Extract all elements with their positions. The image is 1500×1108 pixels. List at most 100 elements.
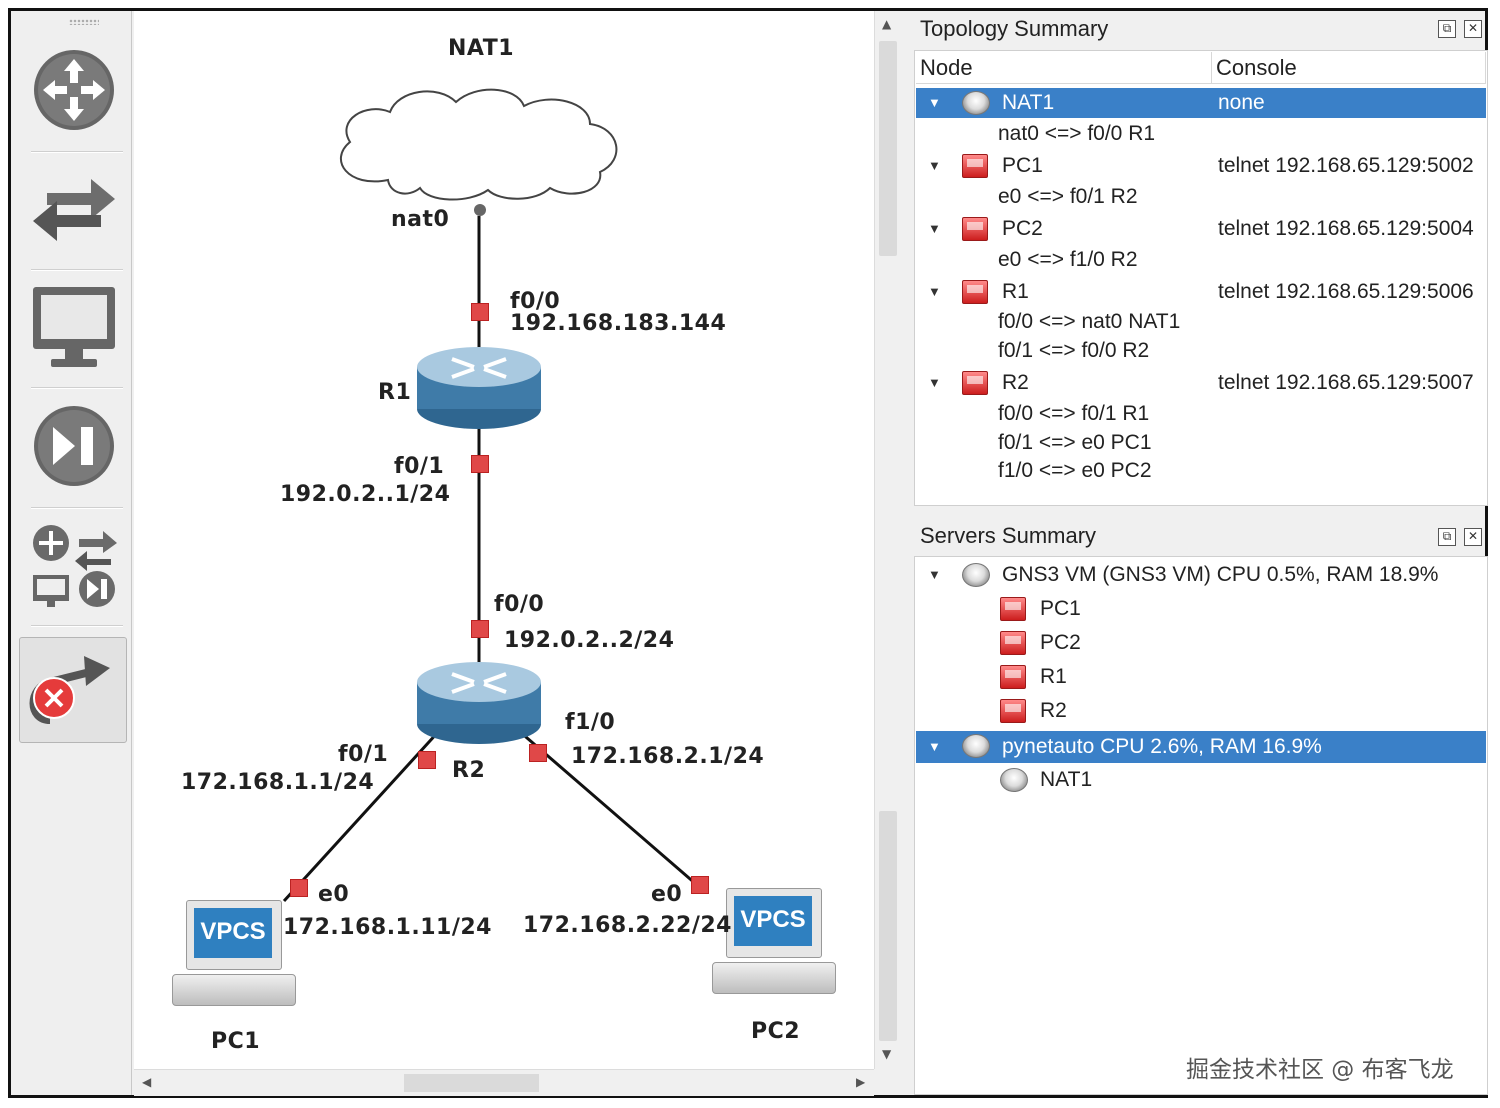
node-name: R2 [1002, 371, 1029, 394]
undock-icon[interactable]: ⧉ [1438, 20, 1456, 38]
node-name: NAT1 [1002, 91, 1055, 114]
undock-icon[interactable]: ⧉ [1438, 528, 1456, 546]
r2-f00-port[interactable] [471, 620, 489, 638]
expand-caret-icon[interactable]: ▼ [928, 95, 941, 110]
r2-router-icon[interactable] [414, 660, 544, 746]
tree-row-nat1[interactable]: ▼ NAT1 none [916, 88, 1486, 118]
scroll-down-icon[interactable]: ▼ [882, 1047, 892, 1061]
link-text: f0/0 <=> nat0 NAT1 [998, 310, 1181, 333]
node-console: telnet 192.168.65.129:5006 [1218, 280, 1474, 303]
r2-f10-label: f1/0 [565, 710, 616, 735]
topology-summary-panel [914, 50, 1488, 506]
dock-splitter[interactable] [900, 11, 914, 1095]
server-row-pynetauto[interactable]: ▼ pynetauto CPU 2.6%, RAM 16.9% [916, 731, 1486, 763]
server-node-row[interactable]: NAT1 [916, 765, 1486, 795]
expand-caret-icon[interactable]: ▼ [928, 221, 941, 236]
pc2-e0-port[interactable] [691, 876, 709, 894]
topology-summary-title: Topology Summary [920, 16, 1109, 41]
expand-caret-icon[interactable]: ▼ [928, 375, 941, 390]
r2-f10-port[interactable] [529, 744, 547, 762]
nat0-port-dot [474, 204, 486, 216]
vertical-scroll-track[interactable] [879, 811, 897, 1041]
expand-caret-icon[interactable]: ▼ [928, 284, 941, 299]
link-text: e0 <=> f1/0 R2 [998, 248, 1138, 271]
browse-all-devices-button[interactable] [29, 519, 119, 619]
tree-row-link[interactable]: f0/1 <=> f0/0 R2 [916, 336, 1486, 366]
scroll-up-icon[interactable]: ▲ [882, 17, 892, 31]
tree-row-link[interactable]: e0 <=> f0/1 R2 [916, 182, 1486, 212]
r1-label: R1 [378, 380, 412, 405]
router-icon [1000, 699, 1026, 723]
browse-end-devices-button[interactable] [29, 281, 119, 381]
expand-caret-icon[interactable]: ▼ [928, 739, 941, 754]
pc2-ip-label: 172.168.2.22/24 [523, 913, 732, 938]
browse-switches-button[interactable] [29, 163, 119, 263]
link-text: f0/0 <=> f0/1 R1 [998, 402, 1150, 425]
add-link-button[interactable] [19, 637, 127, 743]
server-node-row[interactable]: PC1 [916, 594, 1486, 624]
r1-f01-port[interactable] [471, 455, 489, 473]
server-icon [962, 563, 990, 587]
tree-row-r1[interactable]: ▼ R1 telnet 192.168.65.129:5006 [916, 277, 1486, 307]
r1-f00-port[interactable] [471, 303, 489, 321]
tree-row-link[interactable]: e0 <=> f1/0 R2 [916, 245, 1486, 275]
pc1-e0-port[interactable] [290, 879, 308, 897]
close-icon[interactable]: ✕ [1464, 528, 1482, 546]
server-node-name: PC2 [1040, 631, 1081, 654]
router-icon [1000, 665, 1026, 689]
pc1-vpcs-text: VPCS [200, 918, 266, 945]
server-node-name: PC1 [1040, 597, 1081, 620]
pc1-label: PC1 [211, 1029, 261, 1054]
tree-row-link[interactable]: f0/1 <=> e0 PC1 [916, 428, 1486, 458]
toolbar-grip[interactable] [69, 19, 99, 25]
vpcs-icon [962, 217, 988, 241]
tree-row-link[interactable]: nat0 <=> f0/0 R1 [916, 119, 1486, 149]
column-header-node[interactable]: Node [916, 52, 1212, 84]
play-pause-category-icon [34, 406, 114, 486]
tree-row-pc1[interactable]: ▼ PC1 telnet 192.168.65.129:5002 [916, 151, 1486, 181]
tree-row-link[interactable]: f1/0 <=> e0 PC2 [916, 456, 1486, 486]
node-console: none [1218, 91, 1265, 114]
r1-f01-ip-label: 192.0.2..1/24 [280, 482, 451, 507]
node-name: PC2 [1002, 217, 1043, 240]
node-console: telnet 192.168.65.129:5002 [1218, 154, 1474, 177]
vpcs-icon [962, 154, 988, 178]
tree-row-r2[interactable]: ▼ R2 telnet 192.168.65.129:5007 [916, 368, 1486, 398]
horizontal-scroll-thumb[interactable] [404, 1074, 539, 1092]
browse-routers-button[interactable] [29, 45, 119, 145]
r1-f00-label: f0/0 [510, 289, 561, 314]
server-node-row[interactable]: PC2 [916, 628, 1486, 658]
vpcs-icon [1000, 597, 1026, 621]
r1-router-icon[interactable] [414, 345, 544, 431]
pc1-vpcs-icon[interactable]: VPCS [172, 900, 296, 1012]
switch-category-icon [33, 179, 115, 241]
r2-f01-port[interactable] [418, 751, 436, 769]
pc2-vpcs-icon[interactable]: VPCS [712, 888, 836, 1000]
pc1-ip-label: 172.168.1.11/24 [283, 915, 492, 940]
vertical-scroll-thumb[interactable] [879, 41, 897, 256]
server-row-gns3vm[interactable]: ▼ GNS3 VM (GNS3 VM) CPU 0.5%, RAM 18.9% [916, 560, 1486, 590]
expand-caret-icon[interactable]: ▼ [928, 567, 941, 582]
canvas-vertical-scrollbar[interactable]: ▲ ▼ [874, 11, 901, 1069]
servers-summary-title: Servers Summary [920, 523, 1097, 548]
nat1-label: NAT1 [448, 36, 515, 61]
server-node-name: R1 [1040, 665, 1067, 688]
column-header-console[interactable]: Console [1212, 52, 1486, 84]
canvas-horizontal-scrollbar[interactable]: ◀ ▶ [134, 1069, 874, 1096]
server-node-row[interactable]: R2 [916, 696, 1486, 726]
tree-row-link[interactable]: f0/0 <=> f0/1 R1 [916, 399, 1486, 429]
node-console: telnet 192.168.65.129:5004 [1218, 217, 1474, 240]
scroll-right-icon[interactable]: ▶ [856, 1075, 866, 1089]
expand-caret-icon[interactable]: ▼ [928, 158, 941, 173]
server-node-row[interactable]: R1 [916, 662, 1486, 692]
server-icon [962, 734, 990, 758]
tree-row-pc2[interactable]: ▼ PC2 telnet 192.168.65.129:5004 [916, 214, 1486, 244]
tree-row-link[interactable]: f0/0 <=> nat0 NAT1 [916, 307, 1486, 337]
browse-security-devices-button[interactable] [29, 401, 119, 501]
server-node-name: R2 [1040, 699, 1067, 722]
nat1-cloud-icon[interactable] [328, 80, 628, 205]
scroll-left-icon[interactable]: ◀ [142, 1075, 152, 1089]
pc1-e0-label: e0 [318, 882, 350, 907]
router-icon [962, 371, 988, 395]
close-icon[interactable]: ✕ [1464, 20, 1482, 38]
